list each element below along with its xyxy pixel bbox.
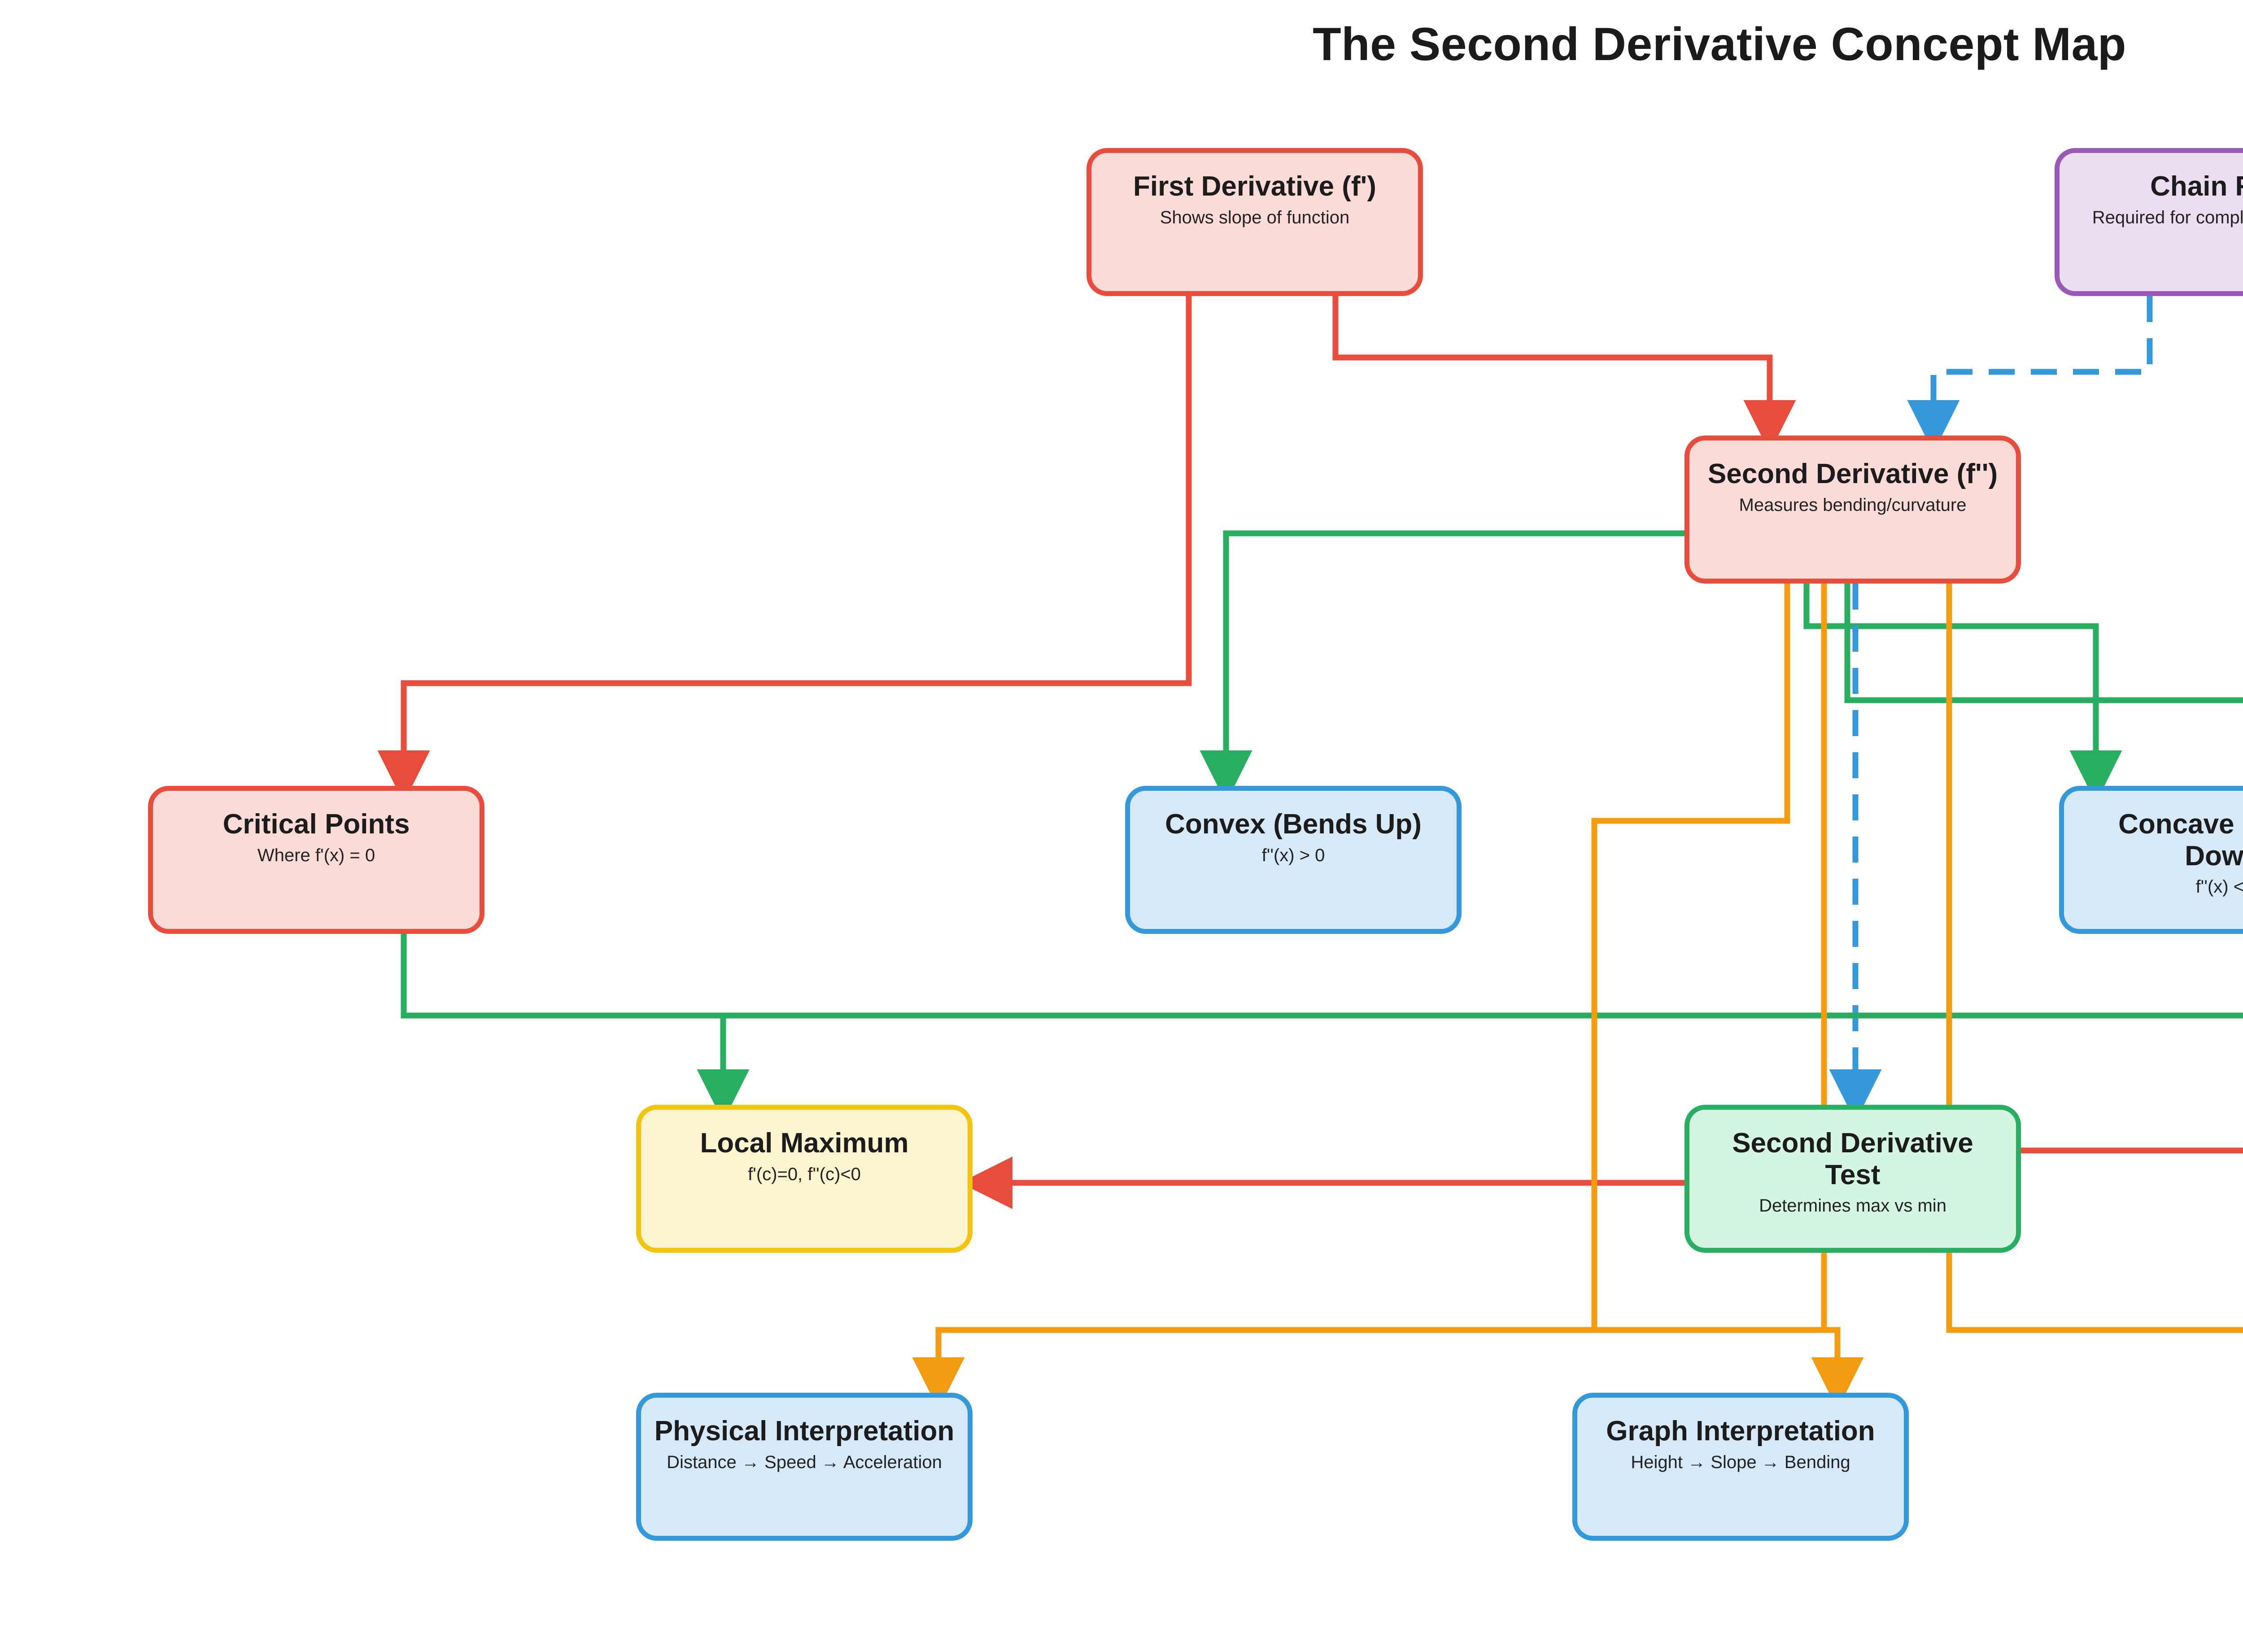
node-title: Convex (Bends Up): [1165, 809, 1422, 840]
node-title: Second Derivative Test: [1732, 1128, 1973, 1190]
node-subtitle: Shows slope of function: [1160, 207, 1350, 227]
node-critical-points[interactable]: Critical Points Where f'(x) = 0: [148, 786, 484, 934]
node-subtitle: f''(x) > 0: [1261, 845, 1325, 865]
node-subtitle: Height → Slope → Bending: [1631, 1452, 1850, 1472]
node-title: First Derivative (f'): [1133, 171, 1376, 202]
node-title: Local Maximum: [700, 1128, 909, 1159]
node-title: Critical Points: [223, 809, 410, 840]
node-title: Chain Rule: [2150, 171, 2243, 202]
edge-second-derivative-to-inflection-point: [1844, 584, 2243, 703]
edge-second-derivative-to-convex: [1200, 530, 1684, 803]
node-title: Physical Interpretation: [654, 1416, 955, 1447]
edge-first-derivative-to-critical-points: [377, 296, 1192, 803]
edge-critical-points-to-local-minimum: [401, 934, 2243, 1019]
node-physical-interpretation[interactable]: Physical Interpretation Distance → Speed…: [636, 1393, 973, 1541]
node-local-maximum[interactable]: Local Maximum f'(c)=0, f''(c)<0: [636, 1105, 973, 1253]
node-graph-interpretation[interactable]: Graph Interpretation Height → Slope → Be…: [1572, 1393, 1909, 1541]
node-convex[interactable]: Convex (Bends Up) f''(x) > 0: [1125, 786, 1462, 934]
page-title: The Second Derivative Concept Map: [1313, 18, 2126, 70]
edge-second-derivative-to-concave: [1803, 584, 2122, 803]
edge-chain-rule-to-second-derivative: [1907, 296, 2153, 453]
node-subtitle: Measures bending/curvature: [1739, 495, 1967, 515]
node-subtitle: Distance → Speed → Acceleration: [667, 1452, 942, 1472]
edge-second-derivative-test-to-local-minimum: [2021, 1147, 2243, 1154]
node-title: Second Derivative (f''): [1707, 458, 1998, 489]
node-second-derivative-test[interactable]: Second Derivative Test Determines max vs…: [1684, 1105, 2021, 1253]
node-subtitle: Required for complex derivatives: [2092, 207, 2243, 227]
node-title: Concave (Bends Down): [2118, 809, 2243, 872]
node-subtitle: Determines max vs min: [1759, 1196, 1946, 1216]
node-title: Graph Interpretation: [1606, 1416, 1875, 1447]
node-second-derivative[interactable]: Second Derivative (f'') Measures bending…: [1684, 436, 2021, 584]
node-chain-rule[interactable]: Chain Rule Required for complex derivati…: [2055, 148, 2243, 296]
node-concave[interactable]: Concave (Bends Down) f''(x) < 0: [2059, 786, 2243, 934]
node-first-derivative[interactable]: First Derivative (f') Shows slope of fun…: [1087, 148, 1423, 296]
node-subtitle: f'(c)=0, f''(c)<0: [748, 1164, 861, 1184]
edge-first-derivative-to-second-derivative: [1332, 296, 1796, 453]
node-subtitle: Where f'(x) = 0: [257, 845, 375, 865]
node-subtitle: f''(x) < 0: [2195, 877, 2243, 897]
edge-critical-points-to-local-maximum: [401, 934, 750, 1122]
